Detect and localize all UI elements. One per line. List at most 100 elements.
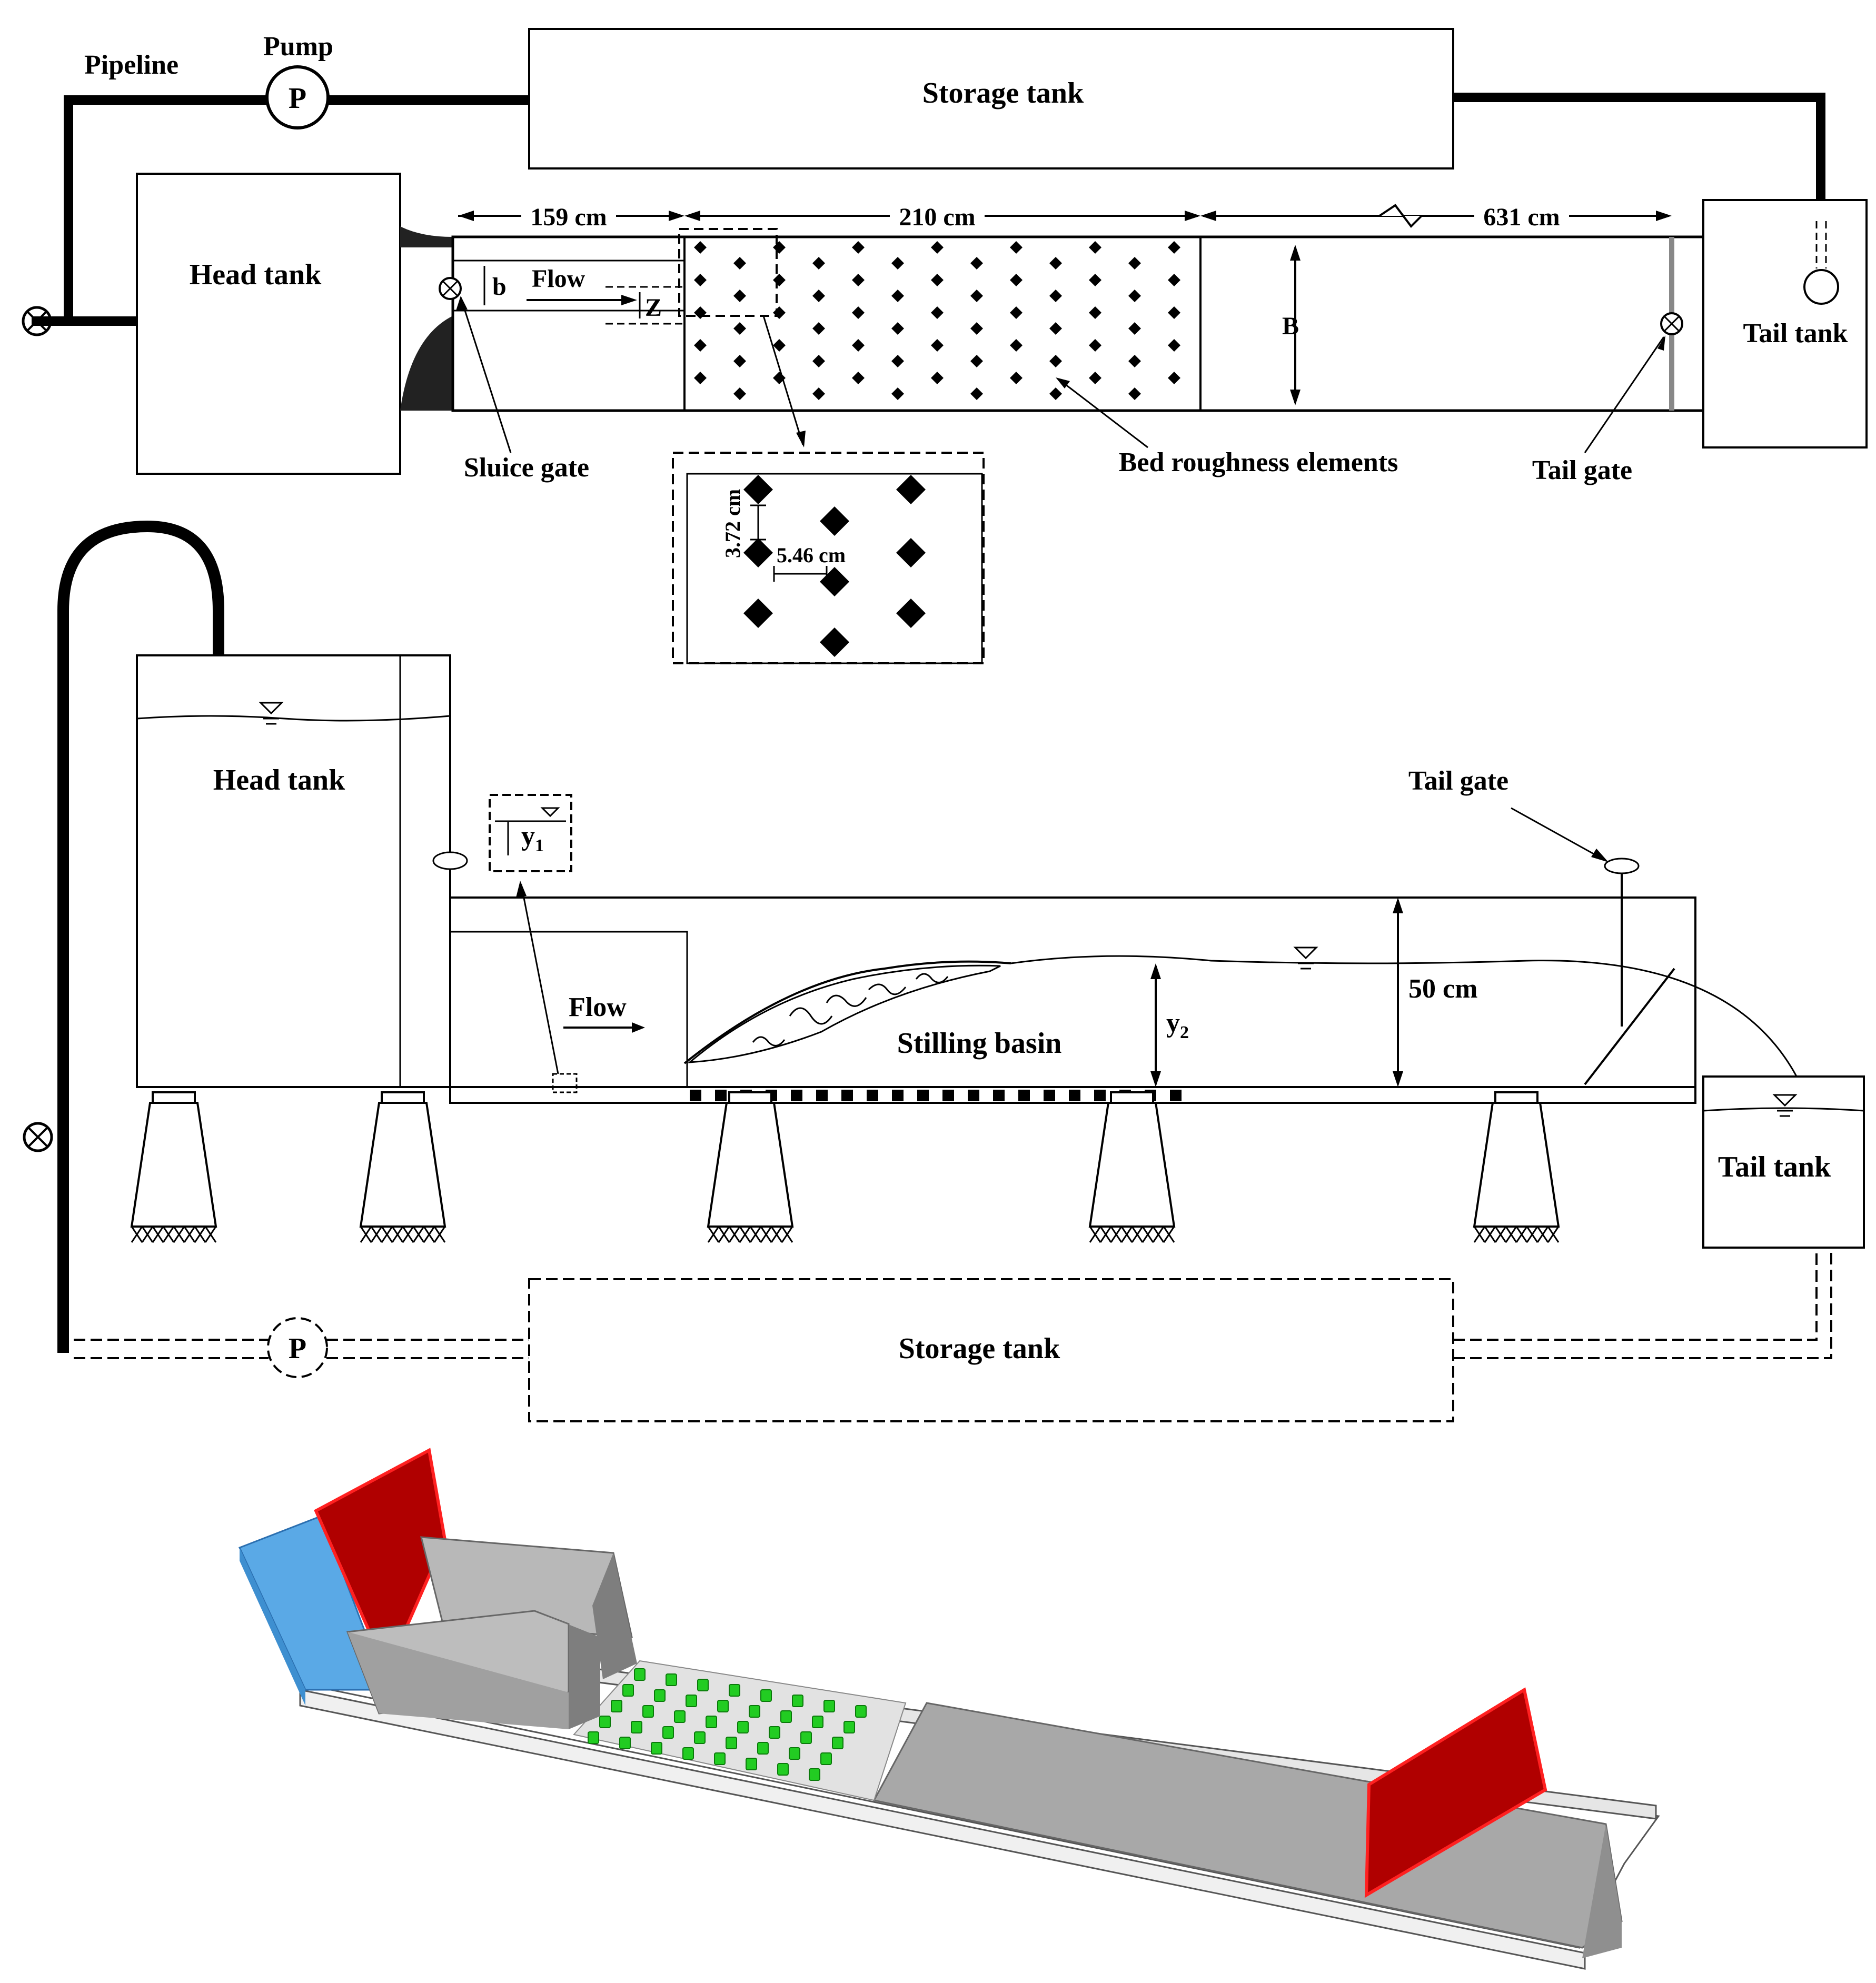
iso-roughness-cube <box>674 1710 686 1723</box>
side-roughness-block <box>892 1090 904 1101</box>
roughness-element <box>1049 387 1062 400</box>
iso-roughness-cube <box>809 1768 820 1781</box>
roughness-element <box>891 290 904 302</box>
roughness-element <box>1128 257 1141 270</box>
roughness-element <box>812 322 825 335</box>
roughness-element <box>931 274 944 286</box>
roughness-element <box>812 290 825 302</box>
roughness-element <box>1010 306 1023 319</box>
plan-storage-tank <box>528 28 1454 170</box>
side-roughness-block <box>942 1090 954 1101</box>
side-roughness-block <box>968 1090 979 1101</box>
roughness-element <box>1128 290 1141 302</box>
iso-roughness-cube <box>686 1695 697 1707</box>
iso-roughness-cube <box>682 1747 694 1760</box>
plan-tail-gate-label: Tail gate <box>1532 455 1632 485</box>
side-view: Head tank y1 Flow Stilling basin y2 50 c <box>23 520 1865 1422</box>
iso-roughness-cube <box>792 1695 803 1707</box>
roughness-element <box>1049 355 1062 367</box>
iso-roughness-cube <box>769 1726 780 1739</box>
y2-label: y2 <box>1166 1008 1189 1042</box>
iso-roughness-cube <box>749 1705 760 1718</box>
plan-pipeline <box>32 93 1825 326</box>
roughness-element <box>812 257 825 270</box>
y1-label: y1 <box>521 821 544 855</box>
iso-roughness-cube <box>820 1752 832 1765</box>
pipeline-label: Pipeline <box>84 50 178 80</box>
side-roughness-block <box>867 1090 878 1101</box>
roughness-element <box>694 372 707 384</box>
side-roughness-block <box>715 1090 727 1101</box>
detail-dim-horizontal: 5.46 cm <box>777 543 846 567</box>
roughness-element <box>1089 241 1101 254</box>
iso-roughness-cube <box>737 1721 749 1733</box>
iso-roughness-cube <box>619 1737 631 1749</box>
roughness-element <box>733 290 746 302</box>
roughness-element <box>1168 306 1180 319</box>
roughness-element <box>773 372 786 384</box>
roughness-element <box>852 372 865 384</box>
iso-roughness-cube <box>654 1689 666 1702</box>
iso-roughness-cube <box>757 1742 769 1755</box>
support-pier <box>1088 1091 1176 1228</box>
iso-roughness-cube <box>666 1673 677 1686</box>
b-label: b <box>492 273 507 301</box>
support-pier <box>359 1091 446 1228</box>
iso-roughness-cube <box>832 1737 843 1749</box>
detail-dim-vertical: 3.72 cm <box>721 489 745 558</box>
roughness-element <box>1089 372 1101 384</box>
side-storage-tank-label: Storage tank <box>899 1332 1060 1365</box>
roughness-element <box>694 339 707 352</box>
roughness-element <box>1128 387 1141 400</box>
roughness-element <box>1010 339 1023 352</box>
roughness-element <box>931 339 944 352</box>
side-tail-tank-label: Tail tank <box>1718 1151 1831 1183</box>
iso-roughness-cube <box>631 1721 642 1733</box>
roughness-element <box>1010 241 1023 254</box>
iso-roughness-cube <box>714 1752 726 1765</box>
iso-roughness-cube <box>599 1716 611 1728</box>
dim-159: 159 cm <box>530 203 607 231</box>
stilling-basin-label: Stilling basin <box>897 1027 1062 1060</box>
bed-roughness-label: Bed roughness elements <box>1119 447 1398 477</box>
roughness-element <box>852 339 865 352</box>
roughness-element <box>852 274 865 286</box>
roughness-element <box>733 387 746 400</box>
side-water-level-icon <box>1293 946 1318 970</box>
roughness-element <box>1089 306 1101 319</box>
side-pump-symbol: P <box>289 1332 306 1365</box>
iso-roughness-cube <box>812 1716 823 1728</box>
roughness-element <box>812 387 825 400</box>
side-pump-icon <box>267 1317 328 1378</box>
roughness-element <box>1128 355 1141 367</box>
roughness-element <box>1049 322 1062 335</box>
detail-roughness-element <box>820 627 849 657</box>
plan-tail-tank <box>1702 199 1868 449</box>
side-head-tank-label: Head tank <box>213 764 345 796</box>
roughness-element <box>1089 339 1101 352</box>
z-label: Z <box>645 294 662 322</box>
plan-head-tank <box>136 173 401 475</box>
plan-tail-tank-label: Tail tank <box>1743 318 1848 348</box>
roughness-element <box>1128 322 1141 335</box>
roughness-element <box>891 387 904 400</box>
side-storage-tank <box>528 1278 1454 1422</box>
side-channel <box>449 896 1696 1088</box>
iso-roughness-cube <box>843 1721 855 1733</box>
side-roughness-block <box>1094 1090 1106 1101</box>
roughness-element <box>852 306 865 319</box>
iso-roughness-cube <box>726 1737 737 1749</box>
detail-roughness-element <box>743 538 773 567</box>
iso-roughness-cube <box>789 1747 800 1760</box>
roughness-element <box>733 257 746 270</box>
plan-roughness-elements <box>694 241 1180 400</box>
roughness-element <box>891 355 904 367</box>
support-pier <box>707 1091 794 1228</box>
detail-marker-box <box>678 228 778 317</box>
roughness-element <box>733 322 746 335</box>
side-roughness-block <box>1170 1090 1182 1101</box>
depth-label: 50 cm <box>1408 974 1477 1004</box>
water-level-icon <box>259 702 284 725</box>
roughness-element <box>1010 372 1023 384</box>
